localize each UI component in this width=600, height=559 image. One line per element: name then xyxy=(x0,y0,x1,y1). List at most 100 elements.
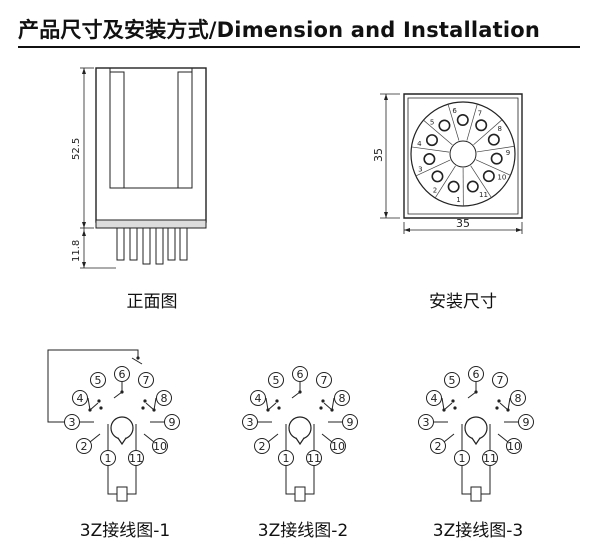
terminal-1 xyxy=(100,450,116,466)
contact-dot xyxy=(321,399,325,403)
contact-blade xyxy=(443,402,453,411)
front-dim-pins-label: 11.8 xyxy=(71,240,82,262)
socket-pin xyxy=(490,152,503,165)
contact-blade xyxy=(323,402,333,411)
socket-pin xyxy=(487,133,500,146)
terminal-label-10: 10 xyxy=(331,440,345,453)
terminal-label-3: 3 xyxy=(69,416,76,429)
coil-wire xyxy=(305,466,315,495)
contact-dot xyxy=(453,406,457,410)
wire xyxy=(321,433,333,443)
terminal-label-7: 7 xyxy=(321,374,328,387)
socket-divider xyxy=(415,159,451,177)
terminal-label-1: 1 xyxy=(283,452,290,465)
external-loop-wire xyxy=(47,349,139,423)
wire xyxy=(507,397,511,411)
mount-view-drawing xyxy=(380,93,523,234)
contact-dot xyxy=(136,356,140,360)
wiring-center-hole xyxy=(110,416,134,440)
terminal-11 xyxy=(128,450,144,466)
terminal-label-9: 9 xyxy=(347,416,354,429)
terminal-10 xyxy=(152,438,168,454)
socket-pin-label: 3 xyxy=(418,166,422,174)
mount-view-caption: 安装尺寸 xyxy=(429,292,497,312)
contact-blade xyxy=(467,391,477,399)
terminal-8 xyxy=(510,390,526,406)
wire xyxy=(497,433,509,443)
contact-dot xyxy=(495,406,499,410)
socket-pin-label: 7 xyxy=(478,109,482,117)
socket-pin xyxy=(425,134,438,147)
contact-dot xyxy=(497,399,501,403)
terminal-label-4: 4 xyxy=(255,392,262,405)
contact-dot xyxy=(275,399,279,403)
terminal-label-5: 5 xyxy=(95,374,102,387)
terminal-3 xyxy=(242,414,258,430)
socket-divider xyxy=(475,159,511,176)
terminal-label-2: 2 xyxy=(435,440,442,453)
wiring-caption-2: 3Z接线图-2 xyxy=(257,521,349,541)
terminal-label-7: 7 xyxy=(143,374,150,387)
socket-pin xyxy=(466,180,479,193)
socket-pin-label: 9 xyxy=(506,149,510,157)
terminal-5 xyxy=(268,372,284,388)
socket-pin-label: 1 xyxy=(456,196,460,204)
wire xyxy=(87,397,91,411)
wire xyxy=(265,397,269,411)
terminal-label-5: 5 xyxy=(449,374,456,387)
front-dim-height-label: 52.5 xyxy=(71,138,82,160)
wire xyxy=(267,433,279,443)
coil-wire xyxy=(461,466,471,495)
terminal-4 xyxy=(426,390,442,406)
socket-divider xyxy=(470,165,492,198)
coil-wire xyxy=(285,466,295,495)
terminal-5 xyxy=(444,372,460,388)
socket-pin-label: 2 xyxy=(433,186,437,194)
wiring-center-hole xyxy=(288,416,312,440)
terminal-10 xyxy=(330,438,346,454)
terminal-4 xyxy=(250,390,266,406)
terminal-3 xyxy=(418,414,434,430)
socket-divider xyxy=(411,146,450,153)
socket-pin xyxy=(482,170,495,183)
mount-dim-height-label: 35 xyxy=(372,148,385,162)
wiring-center-key xyxy=(117,437,127,446)
socket-pin-label: 11 xyxy=(479,191,488,199)
terminal-label-8: 8 xyxy=(515,392,522,405)
contact-dot xyxy=(143,399,147,403)
socket-pin xyxy=(475,119,488,132)
terminal-9 xyxy=(164,414,180,430)
socket-pin xyxy=(423,153,436,166)
terminal-5 xyxy=(90,372,106,388)
socket-pin-label: 8 xyxy=(498,125,502,133)
coil-wire xyxy=(481,466,491,495)
socket-pin-label: 10 xyxy=(497,174,506,182)
contact-blade xyxy=(145,402,155,411)
socket-pin-label: 6 xyxy=(452,107,457,115)
coil-wire xyxy=(127,466,137,495)
page-title: 产品尺寸及安装方式/Dimension and Installation xyxy=(18,18,541,42)
terminal-label-6: 6 xyxy=(473,368,480,381)
terminal-11 xyxy=(482,450,498,466)
terminal-label-9: 9 xyxy=(169,416,176,429)
terminal-label-2: 2 xyxy=(259,440,266,453)
terminal-label-10: 10 xyxy=(507,440,521,453)
terminal-11 xyxy=(306,450,322,466)
terminal-7 xyxy=(316,372,332,388)
terminal-2 xyxy=(430,438,446,454)
terminal-1 xyxy=(454,450,470,466)
contact-dot xyxy=(99,406,103,410)
socket-divider xyxy=(476,145,515,153)
wire xyxy=(443,433,455,443)
socket-pin-label: 4 xyxy=(417,140,422,148)
wiring-center-key xyxy=(295,437,305,446)
terminal-label-3: 3 xyxy=(423,416,430,429)
socket-pin xyxy=(438,119,451,132)
terminal-label-4: 4 xyxy=(77,392,84,405)
title-underline xyxy=(18,46,580,48)
coil-symbol xyxy=(116,486,128,502)
